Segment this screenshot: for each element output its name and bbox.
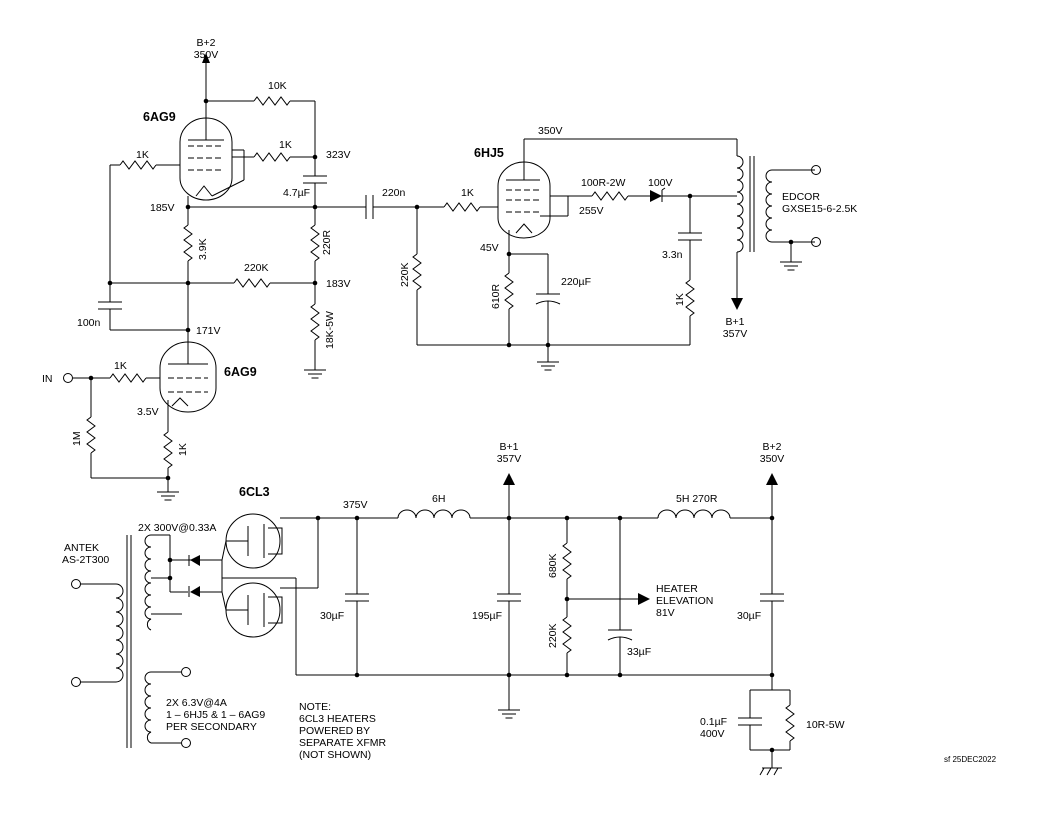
c47-label: 4.7µF (283, 187, 310, 199)
c01u-value: 0.1µF (700, 716, 727, 728)
b2-out-volt: 350V (760, 453, 785, 465)
note-line-4: SEPARATE XFMR (299, 737, 387, 749)
mains-in-2-icon[interactable] (71, 677, 81, 687)
b2-top-name: B+2 (197, 37, 216, 49)
note-line-2: 6CL3 HEATERS (299, 713, 376, 725)
ind6h-label: 6H (432, 493, 445, 505)
r1k-g-label: 1K (461, 187, 474, 199)
c220u-label: 220µF (561, 276, 591, 288)
volt-100: 100V (648, 177, 673, 189)
v1-section (98, 53, 362, 379)
speaker-out-minus-icon[interactable] (811, 237, 821, 247)
note-line-3: POWERED BY (299, 725, 370, 737)
antek-name: ANTEK (64, 542, 99, 554)
c195u-label: 195µF (472, 610, 502, 622)
mains-transformer-primary (115, 583, 124, 683)
output-xfmr-model: GXSE15-6-2.5K (782, 203, 857, 215)
heater-label-1: HEATER (656, 583, 698, 595)
volt-350: 350V (538, 125, 563, 137)
v2-section (63, 341, 217, 501)
r39k-label: 3.9K (197, 238, 209, 260)
mains-in-1-icon[interactable] (71, 579, 81, 589)
r1k-in-label: 1K (114, 360, 127, 372)
tube-v1-label: 6AG9 (143, 110, 176, 124)
r10k-label: 10K (268, 80, 287, 92)
r1k-k-label: 1K (177, 443, 189, 456)
b1-arrow-icon (503, 473, 515, 485)
sec-hv-label: 2X 300V@0.33A (138, 522, 216, 534)
volt-171: 171V (196, 325, 221, 337)
speaker-out-plus-icon[interactable] (811, 165, 821, 175)
tube-rect-label: 6CL3 (239, 485, 270, 499)
tube-v1-envelope (179, 117, 233, 201)
r1k-fb-label: 1K (136, 149, 149, 161)
resistor-10k-symbol (253, 96, 291, 106)
note-line-1: NOTE: (299, 701, 331, 713)
volt-183: 183V (326, 278, 351, 290)
b2-out-name: B+2 (763, 441, 782, 453)
b1-name: B+1 (500, 441, 519, 453)
b2-top-arrow-icon (202, 53, 210, 63)
r100r-label: 100R-2W (581, 177, 625, 189)
c33n-label: 3.3n (662, 249, 683, 261)
input-label: IN (42, 373, 53, 385)
sec-lv-label-3: PER SECONDARY (166, 721, 257, 733)
volt-323: 323V (326, 149, 351, 161)
signature: sf 25DEC2022 (944, 755, 997, 764)
sec-lv-label-1: 2X 6.3V@4A (166, 697, 227, 709)
r10r-label: 10R-5W (806, 719, 845, 731)
output-xfmr-name: EDCOR (782, 191, 820, 203)
tube-v2-label: 6AG9 (224, 365, 257, 379)
sec-lv-label-2: 1 – 6HJ5 & 1 – 6AG9 (166, 709, 265, 721)
r18k-label: 18K-5W (324, 311, 336, 349)
antek-model: AS-2T300 (62, 554, 109, 566)
v3-section (362, 138, 821, 371)
b2-top-volt: 350V (194, 49, 219, 61)
r610-label: 610R (490, 283, 502, 309)
r220k-g-label: 220K (399, 262, 411, 287)
ind5h-label: 5H 270R (676, 493, 718, 505)
r220k-h-label: 220K (547, 623, 559, 648)
output-transformer-primary (736, 155, 744, 253)
r220r-label: 220R (321, 229, 333, 255)
volt-255: 255V (579, 205, 604, 217)
tube-v3-envelope (497, 161, 551, 239)
r1m-label: 1M (71, 431, 83, 446)
heater-elevation-arrow-icon (638, 593, 650, 605)
r1k-z-label: 1K (674, 293, 686, 306)
heater-label-3: 81V (656, 607, 675, 619)
r220k-label: 220K (244, 262, 269, 274)
tube-v3-label: 6HJ5 (474, 146, 504, 160)
volt-375: 375V (343, 499, 368, 511)
r680k-label: 680K (547, 553, 559, 578)
c220n-label: 220n (382, 187, 406, 199)
zener-diode-icon (650, 190, 662, 202)
volt-3-5: 3.5V (137, 406, 159, 418)
volt-45: 45V (480, 242, 499, 254)
b2-arrow-icon (766, 473, 778, 485)
volt-185: 185V (150, 202, 175, 214)
b1-out-arrow-icon (731, 298, 743, 310)
c100n-label: 100n (77, 317, 101, 329)
tube-v2-envelope (159, 341, 217, 413)
b1-volt: 357V (497, 453, 522, 465)
note-line-5: (NOT SHOWN) (299, 749, 371, 761)
b1-out-volt: 357V (723, 328, 748, 340)
inductor-6h-symbol (397, 509, 471, 519)
psu-section (71, 473, 795, 776)
c30u-a-label: 30µF (320, 610, 344, 622)
c33u-label: 33µF (627, 646, 651, 658)
c01u-voltage: 400V (700, 728, 725, 740)
inductor-5h-symbol (657, 509, 731, 519)
c30u-b-label: 30µF (737, 610, 761, 622)
labels: 6AG9 6AG9 6HJ5 6CL3 B+2 350V B+1 357V B+… (42, 37, 997, 764)
b1-out-name: B+1 (726, 316, 745, 328)
r1k-g2-label: 1K (279, 139, 292, 151)
input-jack-icon[interactable] (63, 373, 73, 383)
heater-label-2: ELEVATION (656, 595, 713, 607)
